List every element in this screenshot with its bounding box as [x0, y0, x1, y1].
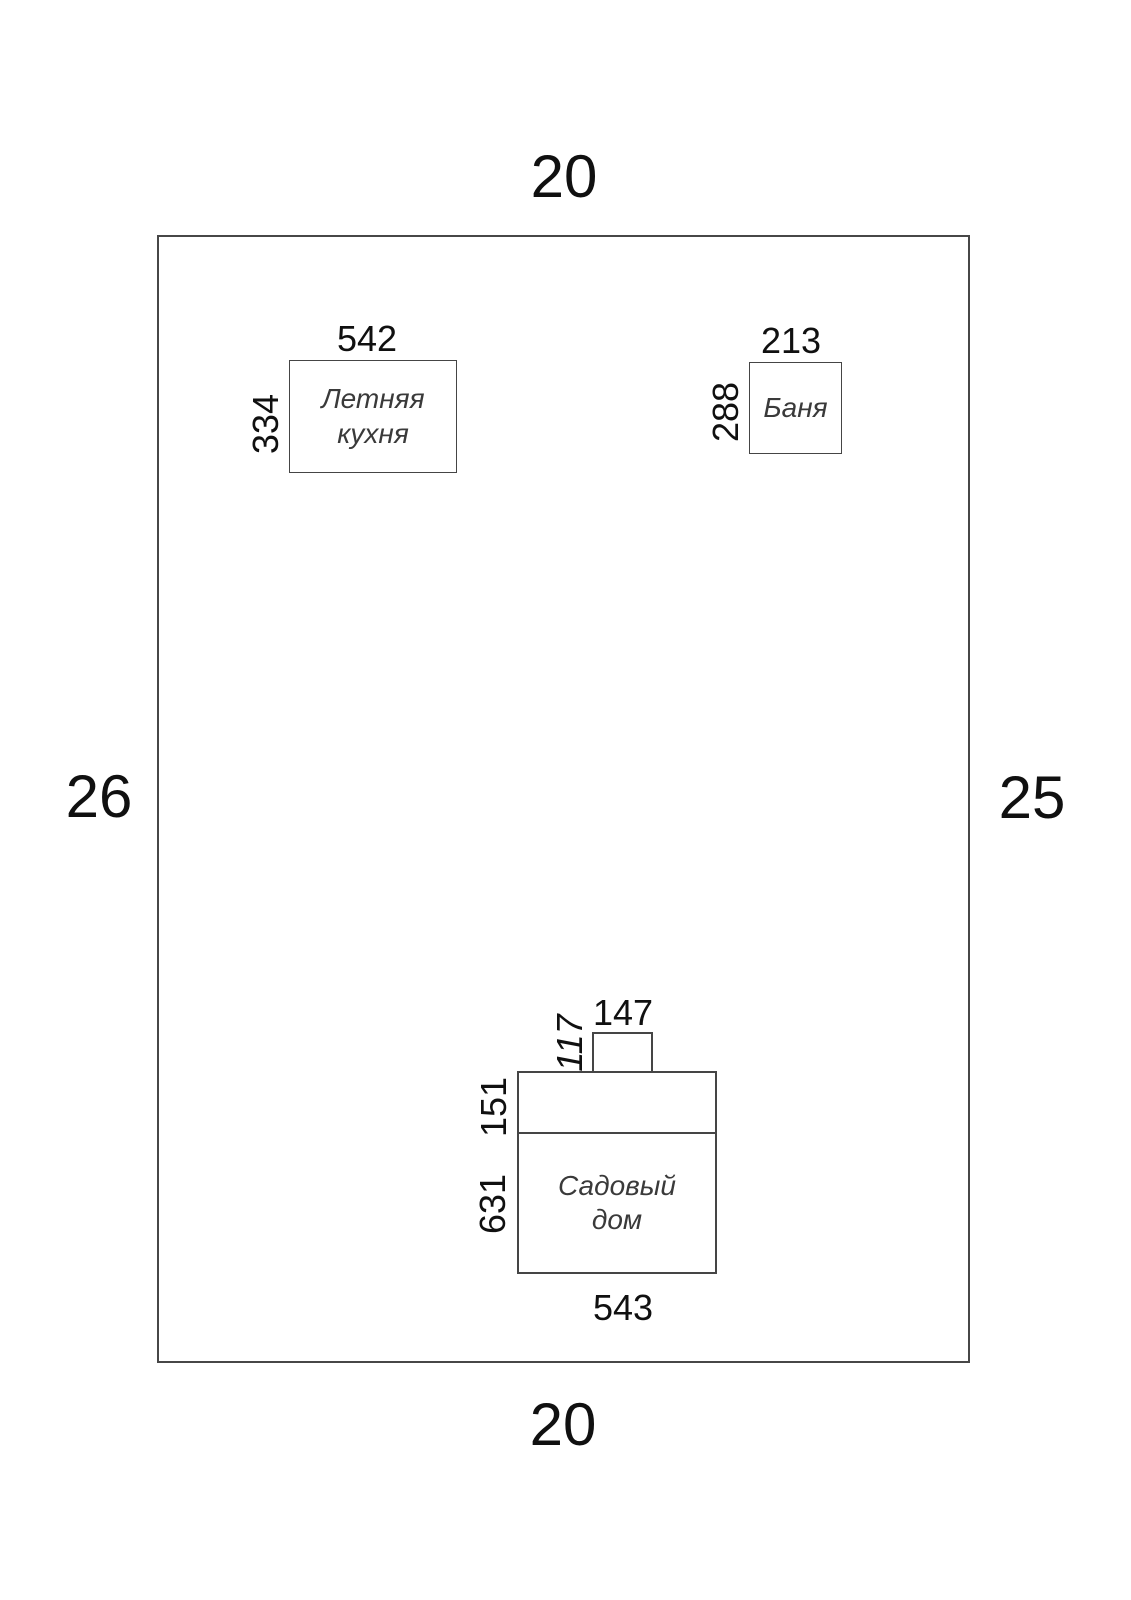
garden-house-porch-depth-label: 117: [549, 1014, 590, 1072]
plot-side-right-label: 25: [998, 764, 1066, 831]
garden-house-name-line1: Садовый: [558, 1169, 676, 1201]
summer-kitchen-name: Летняя кухня: [321, 382, 424, 450]
garden-house-veranda-depth-label: 151: [473, 1076, 514, 1138]
garden-house-name: Садовый дом: [558, 1169, 676, 1237]
summer-kitchen-name-line2: кухня: [337, 417, 409, 449]
garden-house-name-line2: дом: [591, 1204, 643, 1235]
garden-house-divider: [519, 1132, 715, 1134]
garden-house-width-label: 543: [592, 1287, 654, 1328]
garden-house-porch-width-label: 147: [592, 992, 654, 1033]
garden-house-depth-label: 631: [472, 1173, 513, 1235]
plot-side-left-label: 26: [65, 763, 133, 830]
plot-width-top-label: 20: [530, 143, 598, 210]
bathhouse-box: Баня: [749, 362, 842, 454]
bathhouse-height-label: 288: [705, 381, 746, 443]
plot-width-bottom-label: 20: [529, 1391, 597, 1458]
summer-kitchen-height-label: 334: [245, 393, 286, 455]
garden-house-main-section: Садовый дом: [519, 1134, 715, 1272]
garden-house-porch-box: [592, 1032, 653, 1073]
summer-kitchen-name-line1: Летняя: [321, 383, 425, 415]
summer-kitchen-width-label: 542: [336, 318, 398, 359]
summer-kitchen-box: Летняя кухня: [289, 360, 457, 473]
bathhouse-width-label: 213: [760, 320, 822, 361]
bathhouse-name: Баня: [763, 391, 828, 423]
garden-house-box: Садовый дом: [517, 1071, 717, 1274]
